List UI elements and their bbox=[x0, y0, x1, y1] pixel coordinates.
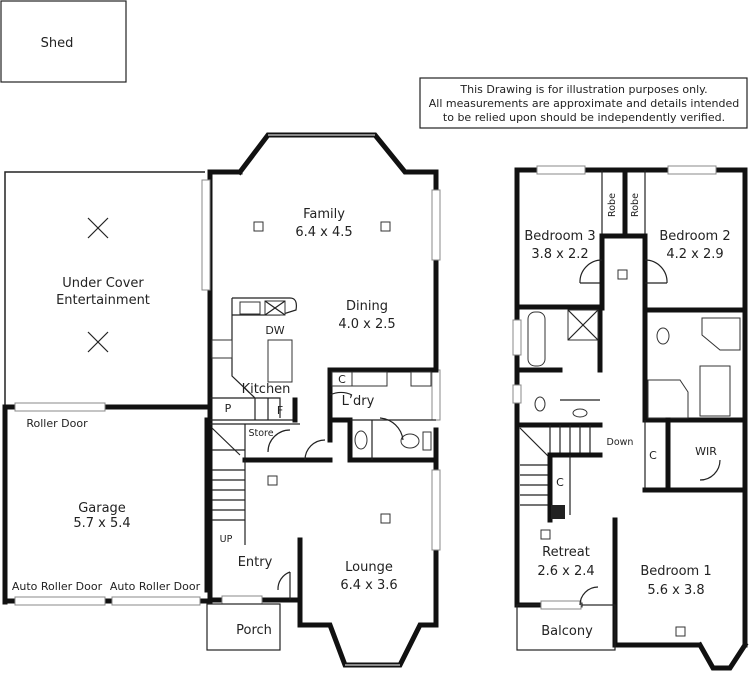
room-size-bedroom-3: 3.8 x 2.2 bbox=[531, 247, 588, 262]
vanity bbox=[699, 365, 731, 417]
robe-label-2: Robe bbox=[630, 193, 641, 217]
smoke-detector-icon bbox=[380, 221, 391, 232]
robe-label-1: Robe bbox=[607, 193, 618, 217]
upper-floor bbox=[512, 165, 749, 671]
roller-door bbox=[14, 402, 106, 412]
smoke-detector-icon bbox=[267, 475, 278, 486]
room-label-porch: Porch bbox=[236, 623, 272, 638]
disclaimer-line-1: This Drawing is for illustration purpose… bbox=[459, 83, 707, 96]
room-size-bedroom-1: 5.6 x 3.8 bbox=[647, 583, 704, 598]
room-size-lounge: 6.4 x 3.6 bbox=[340, 578, 397, 593]
room-label-dining: Dining bbox=[346, 299, 388, 314]
room-label-garage: Garage bbox=[78, 501, 126, 516]
room-label-wir: WIR bbox=[695, 445, 717, 458]
room-label-under-cover: Under Cover bbox=[62, 276, 144, 291]
roller-door-label: Roller Door bbox=[26, 417, 88, 430]
room-size-dining: 4.0 x 2.5 bbox=[338, 317, 395, 332]
kitchen-island bbox=[267, 339, 293, 383]
smoke-detector-icon bbox=[540, 529, 551, 540]
stairs-down-label: Down bbox=[607, 437, 634, 448]
auto-roller-door-label-2: Auto Roller Door bbox=[110, 580, 201, 593]
room-label-balcony: Balcony bbox=[541, 624, 593, 639]
room-label-under-cover-2: Entertainment bbox=[56, 293, 150, 308]
room-label-bedroom-2: Bedroom 2 bbox=[659, 229, 730, 244]
smoke-detector-icon bbox=[675, 626, 686, 637]
room-label-family: Family bbox=[303, 207, 345, 222]
ground-floor bbox=[2, 132, 441, 668]
room-size-family: 6.4 x 4.5 bbox=[295, 225, 352, 240]
shed-label: Shed bbox=[41, 36, 74, 51]
cupboard-label: C bbox=[338, 373, 346, 386]
pantry-label: P bbox=[225, 402, 232, 415]
smoke-detector-icon bbox=[617, 269, 628, 280]
room-label-laundry: L’dry bbox=[342, 394, 375, 409]
dishwasher-label: DW bbox=[265, 324, 284, 337]
smoke-detector-icon bbox=[253, 221, 264, 232]
room-label-bedroom-3: Bedroom 3 bbox=[524, 229, 595, 244]
room-label-entry: Entry bbox=[238, 555, 273, 570]
auto-roller-door-label-1: Auto Roller Door bbox=[12, 580, 103, 593]
staircase bbox=[211, 427, 246, 545]
fridge-label: F bbox=[277, 404, 283, 417]
disclaimer-box bbox=[419, 77, 748, 129]
room-label-lounge: Lounge bbox=[345, 560, 393, 575]
room-size-garage: 5.7 x 5.4 bbox=[73, 516, 130, 531]
cupboard-label: C bbox=[556, 476, 564, 489]
staircase bbox=[519, 425, 591, 506]
shed-outline bbox=[0, 0, 127, 83]
room-size-bedroom-2: 4.2 x 2.9 bbox=[666, 247, 723, 262]
stairs-up-label: UP bbox=[220, 534, 233, 545]
ceiling-fan-icon bbox=[87, 217, 109, 239]
smoke-detector-icon bbox=[380, 513, 391, 524]
disclaimer-line-2: All measurements are approximate and det… bbox=[429, 97, 740, 110]
cupboard-label: C bbox=[649, 449, 657, 462]
room-label-bedroom-1: Bedroom 1 bbox=[640, 564, 711, 579]
room-label-retreat: Retreat bbox=[542, 545, 590, 560]
store-label: Store bbox=[248, 428, 273, 439]
room-label-kitchen: Kitchen bbox=[242, 382, 291, 397]
room-size-retreat: 2.6 x 2.4 bbox=[537, 564, 594, 579]
auto-roller-door bbox=[14, 596, 106, 606]
disclaimer-line-3: to be relied upon should be independentl… bbox=[443, 111, 725, 124]
ceiling-fan-icon bbox=[87, 331, 109, 353]
auto-roller-door bbox=[111, 596, 201, 606]
